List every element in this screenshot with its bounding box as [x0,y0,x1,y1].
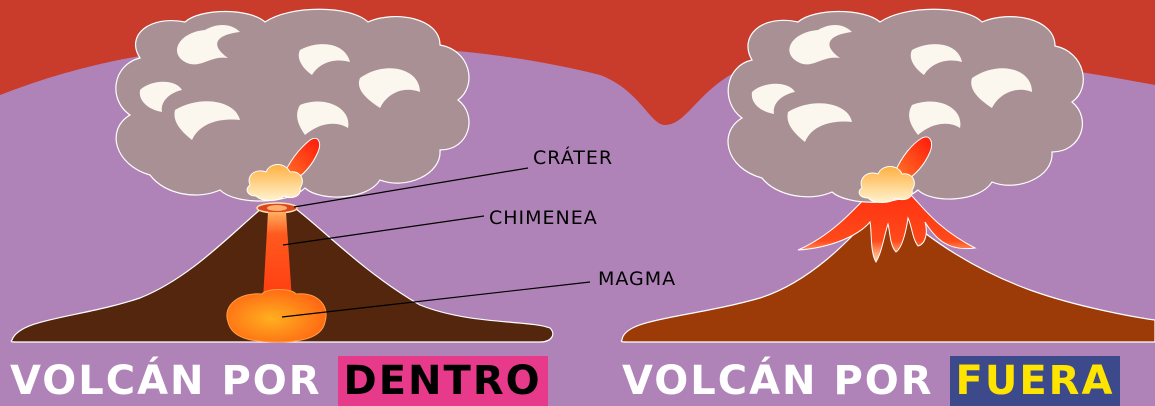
crater-label: CRÁTER [533,147,613,169]
caption-left-highlight: DENTRO [338,356,548,406]
magma-label: MAGMA [598,268,676,290]
caption-right-highlight: FUERA [950,356,1121,406]
caption-right-prefix: VOLCÁN POR [622,358,934,404]
caption-left: VOLCÁN POR DENTRO [10,356,548,406]
caption-left-prefix: VOLCÁN POR [10,358,322,404]
chimenea-label: CHIMENEA [489,207,598,229]
magma-chamber [227,290,326,343]
caption-right: VOLCÁN POR FUERA [622,356,1120,406]
